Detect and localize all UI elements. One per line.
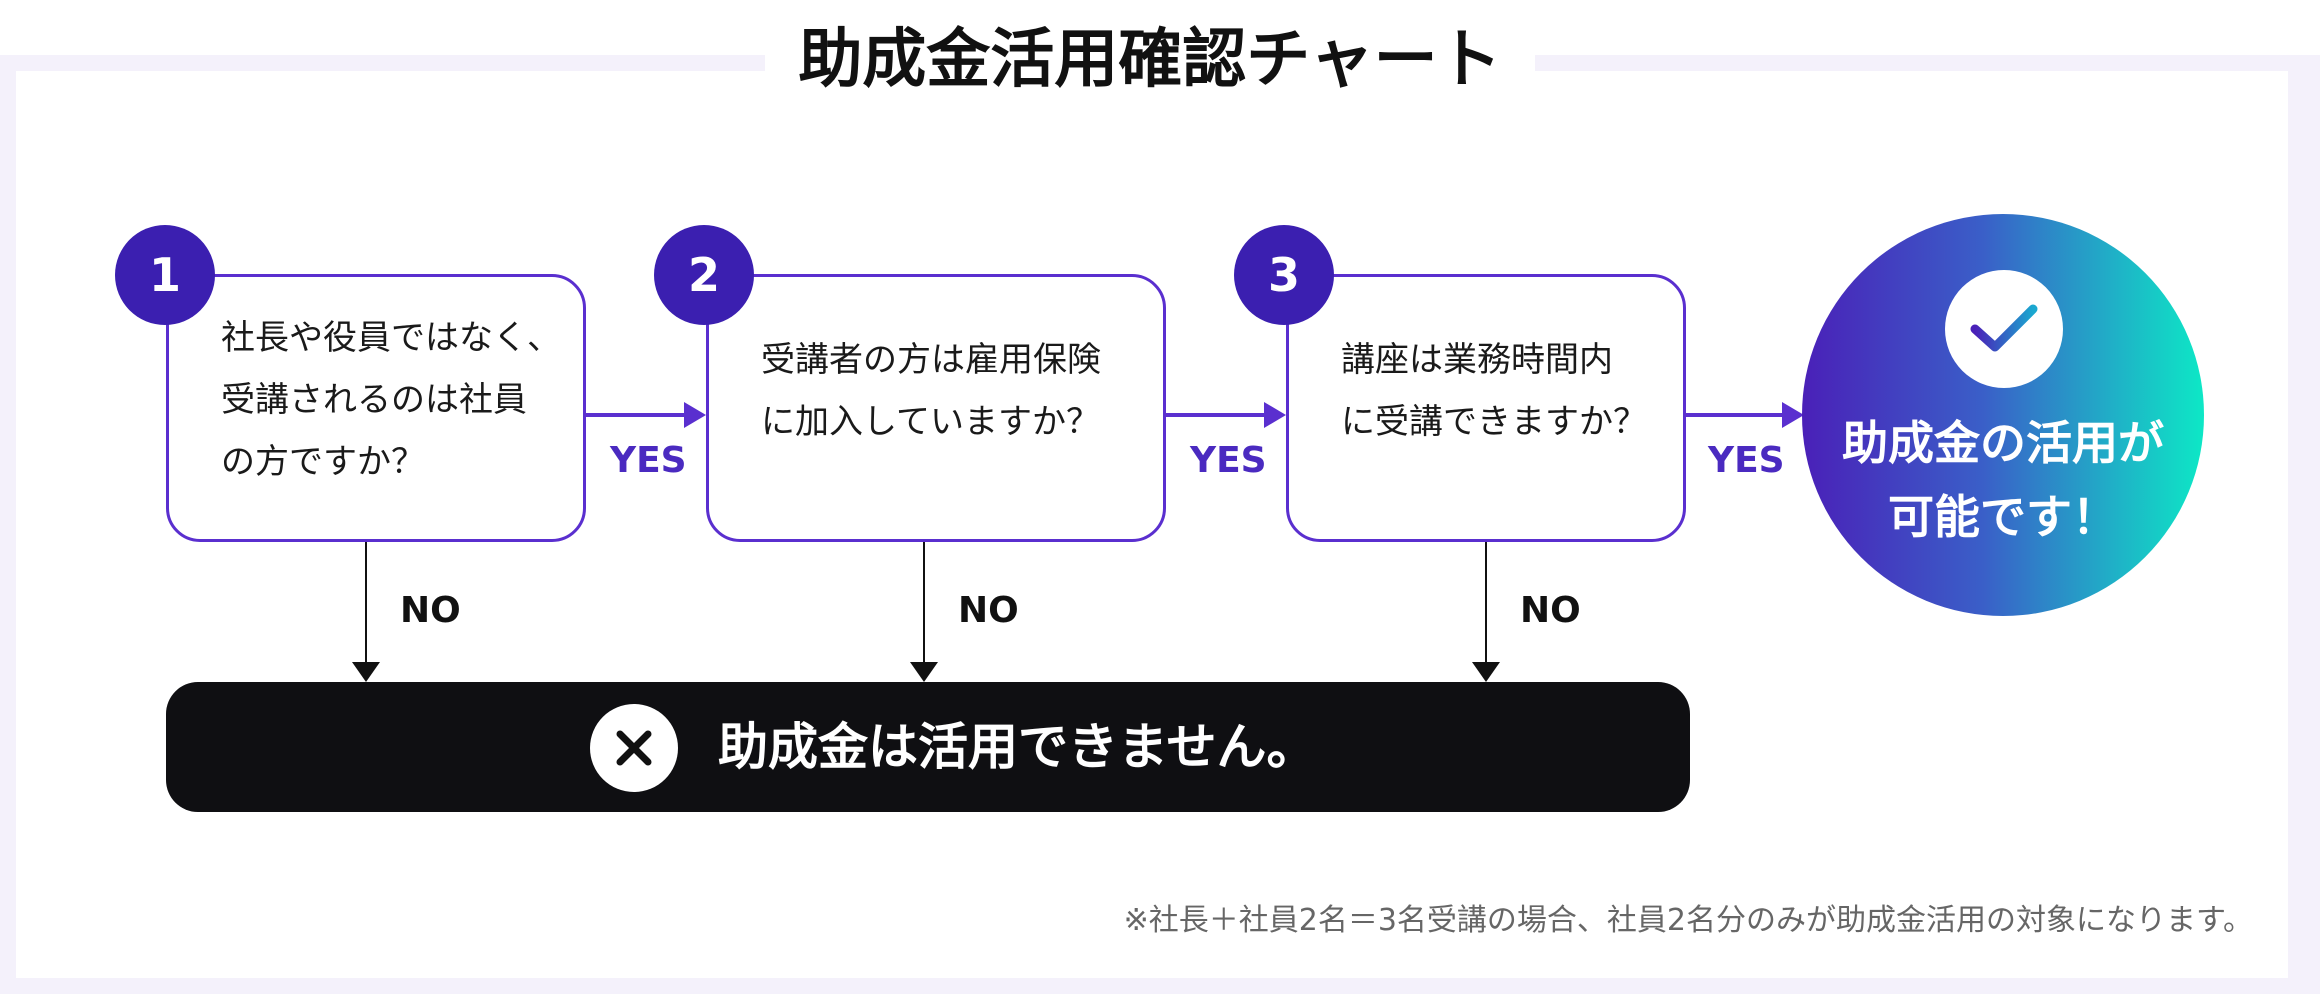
yes-label-2: YES bbox=[1190, 440, 1267, 481]
yes-connector-2 bbox=[1166, 413, 1266, 417]
no-arrowhead-2 bbox=[910, 662, 938, 682]
yes-label-1: YES bbox=[610, 440, 687, 481]
no-arrowhead-3 bbox=[1472, 662, 1500, 682]
fail-result-bar: 助成金は活用できません。 bbox=[166, 682, 1690, 812]
question-text-3: 講座は業務時間内 に受講できますか？ bbox=[1341, 340, 1647, 442]
success-result-text: 助成金の活用が 可能です！ bbox=[1842, 416, 2164, 544]
step-badge-2: 2 bbox=[654, 225, 754, 325]
check-icon bbox=[1945, 270, 2063, 388]
footnote: ※社長＋社員2名＝3名受講の場合、社員2名分のみが助成金活用の対象になります。 bbox=[1123, 903, 2253, 938]
question-box-1: 社長や役員ではなく、 受講されるのは社員 の方ですか？ bbox=[166, 274, 586, 542]
no-label-2: NO bbox=[958, 590, 1019, 631]
step-badge-3: 3 bbox=[1234, 225, 1334, 325]
no-label-3: NO bbox=[1520, 590, 1581, 631]
question-text-1: 社長や役員ではなく、 受講されるのは社員 の方ですか？ bbox=[221, 318, 561, 482]
no-connector-1 bbox=[365, 542, 367, 662]
success-result-circle: 助成金の活用が 可能です！ bbox=[1802, 214, 2204, 616]
yes-connector-1 bbox=[586, 413, 686, 417]
question-text-2: 受講者の方は雇用保険 に加入していますか？ bbox=[761, 340, 1101, 442]
no-label-1: NO bbox=[400, 590, 461, 631]
x-icon bbox=[590, 704, 678, 792]
fail-result-text: 助成金は活用できません。 bbox=[718, 718, 1317, 776]
yes-arrowhead-1 bbox=[684, 402, 706, 428]
question-box-3: 講座は業務時間内 に受講できますか？ bbox=[1286, 274, 1686, 542]
question-box-2: 受講者の方は雇用保険 に加入していますか？ bbox=[706, 274, 1166, 542]
yes-label-3: YES bbox=[1708, 440, 1785, 481]
no-arrowhead-1 bbox=[352, 662, 380, 682]
chart-title: 助成金活用確認チャート bbox=[765, 0, 1535, 110]
yes-connector-3 bbox=[1686, 413, 1784, 417]
no-connector-3 bbox=[1485, 542, 1487, 662]
yes-arrowhead-3 bbox=[1782, 402, 1804, 428]
yes-arrowhead-2 bbox=[1264, 402, 1286, 428]
no-connector-2 bbox=[923, 542, 925, 662]
step-badge-1: 1 bbox=[115, 225, 215, 325]
